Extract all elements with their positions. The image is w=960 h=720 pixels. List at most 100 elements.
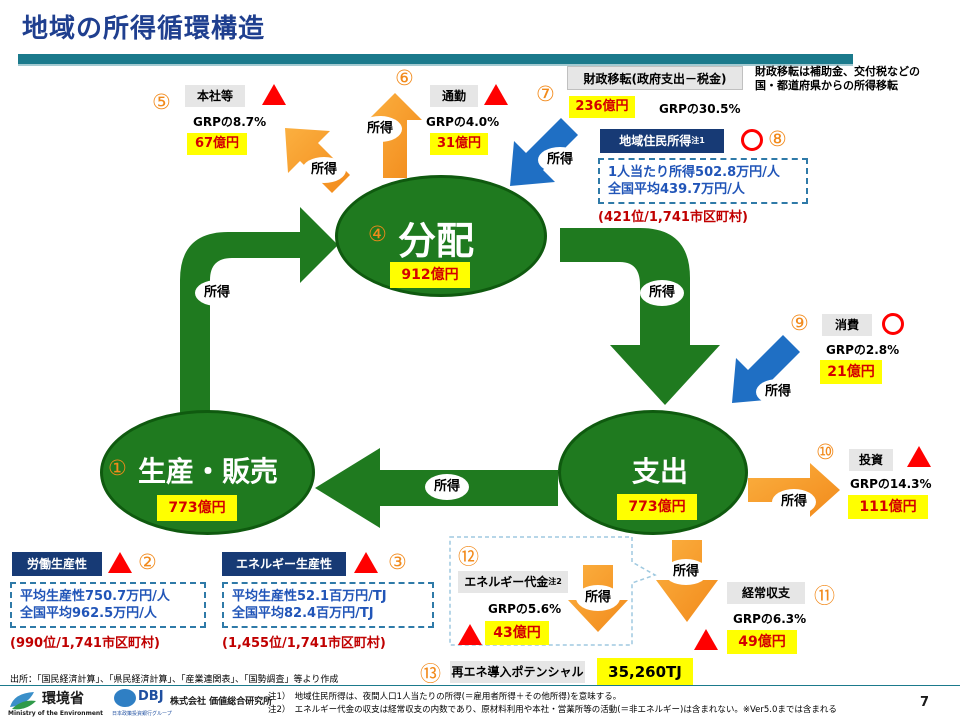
moe-name: 環境省 [42,691,84,707]
commute-label: 通勤 [430,85,478,107]
income-pill-spend: 所得 [640,280,684,306]
labor-productivity-line1: 平均生産性750.7万円/人 [20,589,170,604]
income-pill-commute: 所得 [358,116,402,142]
current-account-num: ⑪ [814,584,835,608]
income-pill-current-account: 所得 [664,559,708,585]
resident-income-label: 地域住民所得注1 [600,129,724,153]
expenditure-value: 773億円 [617,494,697,520]
consumption-num: ⑨ [790,311,809,335]
blue-arrow-consumption [732,335,800,403]
moe-leaf-icon [10,692,36,710]
consumption-value: 21億円 [820,360,882,384]
income-pill-fiscal: 所得 [538,147,582,173]
expenditure-label: 支出 [632,455,689,488]
energy-productivity-line1: 平均生産性52.1百万円/TJ [232,589,387,604]
hq-grp: GRPの8.7% [193,115,267,129]
commute-grp: GRPの4.0% [426,115,500,129]
resident-income-num: ⑧ [768,127,787,151]
energy-productivity-label: エネルギー生産性 [222,552,346,576]
moe-en: Ministry of the Environment [8,710,104,717]
commute-triangle-icon [484,84,508,105]
dbj-tiny: 日本政策投資銀行グループ [112,711,172,717]
title-underline [18,54,853,64]
current-account-value: 49億円 [727,630,797,654]
current-account-triangle-icon [694,629,718,650]
hq-label: 本社等 [185,85,245,107]
fiscal-value: 236億円 [569,96,635,118]
dbj-logo-icon [114,689,136,707]
page-title: 地域の所得循環構造 [22,14,266,44]
income-pill-consumption: 所得 [756,379,800,405]
fiscal-label: 財政移転(政府支出－税金) [567,66,743,90]
distribution-label: 分配 [398,219,475,263]
energy-productivity-triangle-icon [354,552,378,573]
investment-label: 投資 [849,449,893,471]
labor-productivity-num: ② [138,550,157,574]
energy-productivity-rank: (1,455位/1,741市区町村) [222,636,386,651]
distribution-value: 912億円 [390,262,470,288]
energy-productivity-line2: 全国平均82.4百万円/TJ [232,606,374,621]
resident-income-label-text: 地域住民所得 [619,134,692,148]
hq-value: 67億円 [187,133,247,155]
source-note: 出所：「国民経済計算」、「県民経済計算」、「産業連関表」、「国勢調査」等より作成 [10,675,339,685]
green-arrow-production-to-distribution [180,207,338,425]
energy-cost-num: ⑫ [458,545,479,569]
labor-productivity-rank: (990位/1,741市区町村) [10,636,160,651]
labor-productivity-box: 平均生産性750.7万円/人 全国平均962.5万円/人 [10,582,206,628]
fiscal-note-line1: 財政移転は補助金、交付税などの [755,65,920,78]
moe-logo [8,689,38,715]
commute-value: 31億円 [430,133,488,155]
fiscal-grp: GRPの30.5% [659,102,741,116]
resident-income-circle-icon [741,129,763,151]
footnote-2: 注2） エネルギー代金の収支は経常収支の内数であり、原材料利用や本社・営業所等の… [268,705,837,715]
energy-cost-value: 43億円 [485,621,549,645]
income-pill-headquarters: 所得 [302,157,346,183]
labor-productivity-label: 労働生産性 [12,552,102,576]
page-number: 7 [920,695,930,710]
resident-income-line1: 1人当たり所得502.8万円/人 [608,165,780,180]
current-account-grp: GRPの6.3% [733,612,807,626]
consumption-grp: GRPの2.8% [826,343,900,357]
resident-income-box: 1人当たり所得502.8万円/人 全国平均439.7万円/人 [598,158,808,204]
consumption-circle-icon [882,313,904,335]
energy-cost-label: エネルギー代金注2 [458,571,568,593]
income-pill-investment: 所得 [772,489,816,515]
energy-productivity-num: ③ [388,550,407,574]
dbj-name: DBJ [138,689,164,704]
resident-income-line2: 全国平均439.7万円/人 [608,182,745,197]
renewable-value: 35,260TJ [597,658,693,686]
dbj-sub: 株式会社 価値総合研究所 [170,697,273,707]
resident-income-rank: (421位/1,741市区町村) [598,210,748,225]
energy-cost-sup: 注2 [548,577,562,586]
hq-triangle-icon [262,84,286,105]
investment-grp: GRPの14.3% [850,477,932,491]
production-num: ① [108,456,127,480]
commute-num: ⑥ [395,66,414,90]
resident-income-sup: 注1 [691,136,705,145]
current-account-label: 経常収支 [727,582,805,604]
energy-cost-grp: GRPの5.6% [488,602,562,616]
energy-productivity-box: 平均生産性52.1百万円/TJ 全国平均82.4百万円/TJ [222,582,434,628]
green-arrow-distribution-to-expenditure [560,228,720,405]
renewable-num: ⑬ [420,662,441,686]
fiscal-note-line2: 国・都道府県からの所得移転 [755,79,898,92]
consumption-label: 消費 [822,314,872,336]
energy-cost-label-text: エネルギー代金 [464,575,549,589]
investment-value: 111億円 [848,495,928,519]
renewable-label: 再エネ導入ポテンシャル [450,661,585,683]
distribution-num: ④ [368,222,387,246]
income-pill-production: 所得 [195,280,239,306]
fiscal-note: 財政移転は補助金、交付税などの 国・都道府県からの所得移転 [755,65,920,93]
energy-callout-outline [449,536,657,646]
labor-productivity-triangle-icon [108,552,132,573]
production-value: 773億円 [157,495,237,521]
energy-cost-triangle-icon [458,624,482,645]
footnote-1: 注1） 地域住民所得は、夜間人口1人当たりの所得(＝雇用者所得＋その他所得)を意… [268,692,622,702]
investment-num: ⑩ [816,440,835,464]
income-pill-bottom: 所得 [425,474,469,500]
investment-triangle-icon [907,446,931,467]
production-label: 生産・販売 [138,455,279,488]
fiscal-num: ⑦ [536,82,555,106]
hq-num: ⑤ [152,90,171,114]
title-underline-thin [18,64,853,66]
